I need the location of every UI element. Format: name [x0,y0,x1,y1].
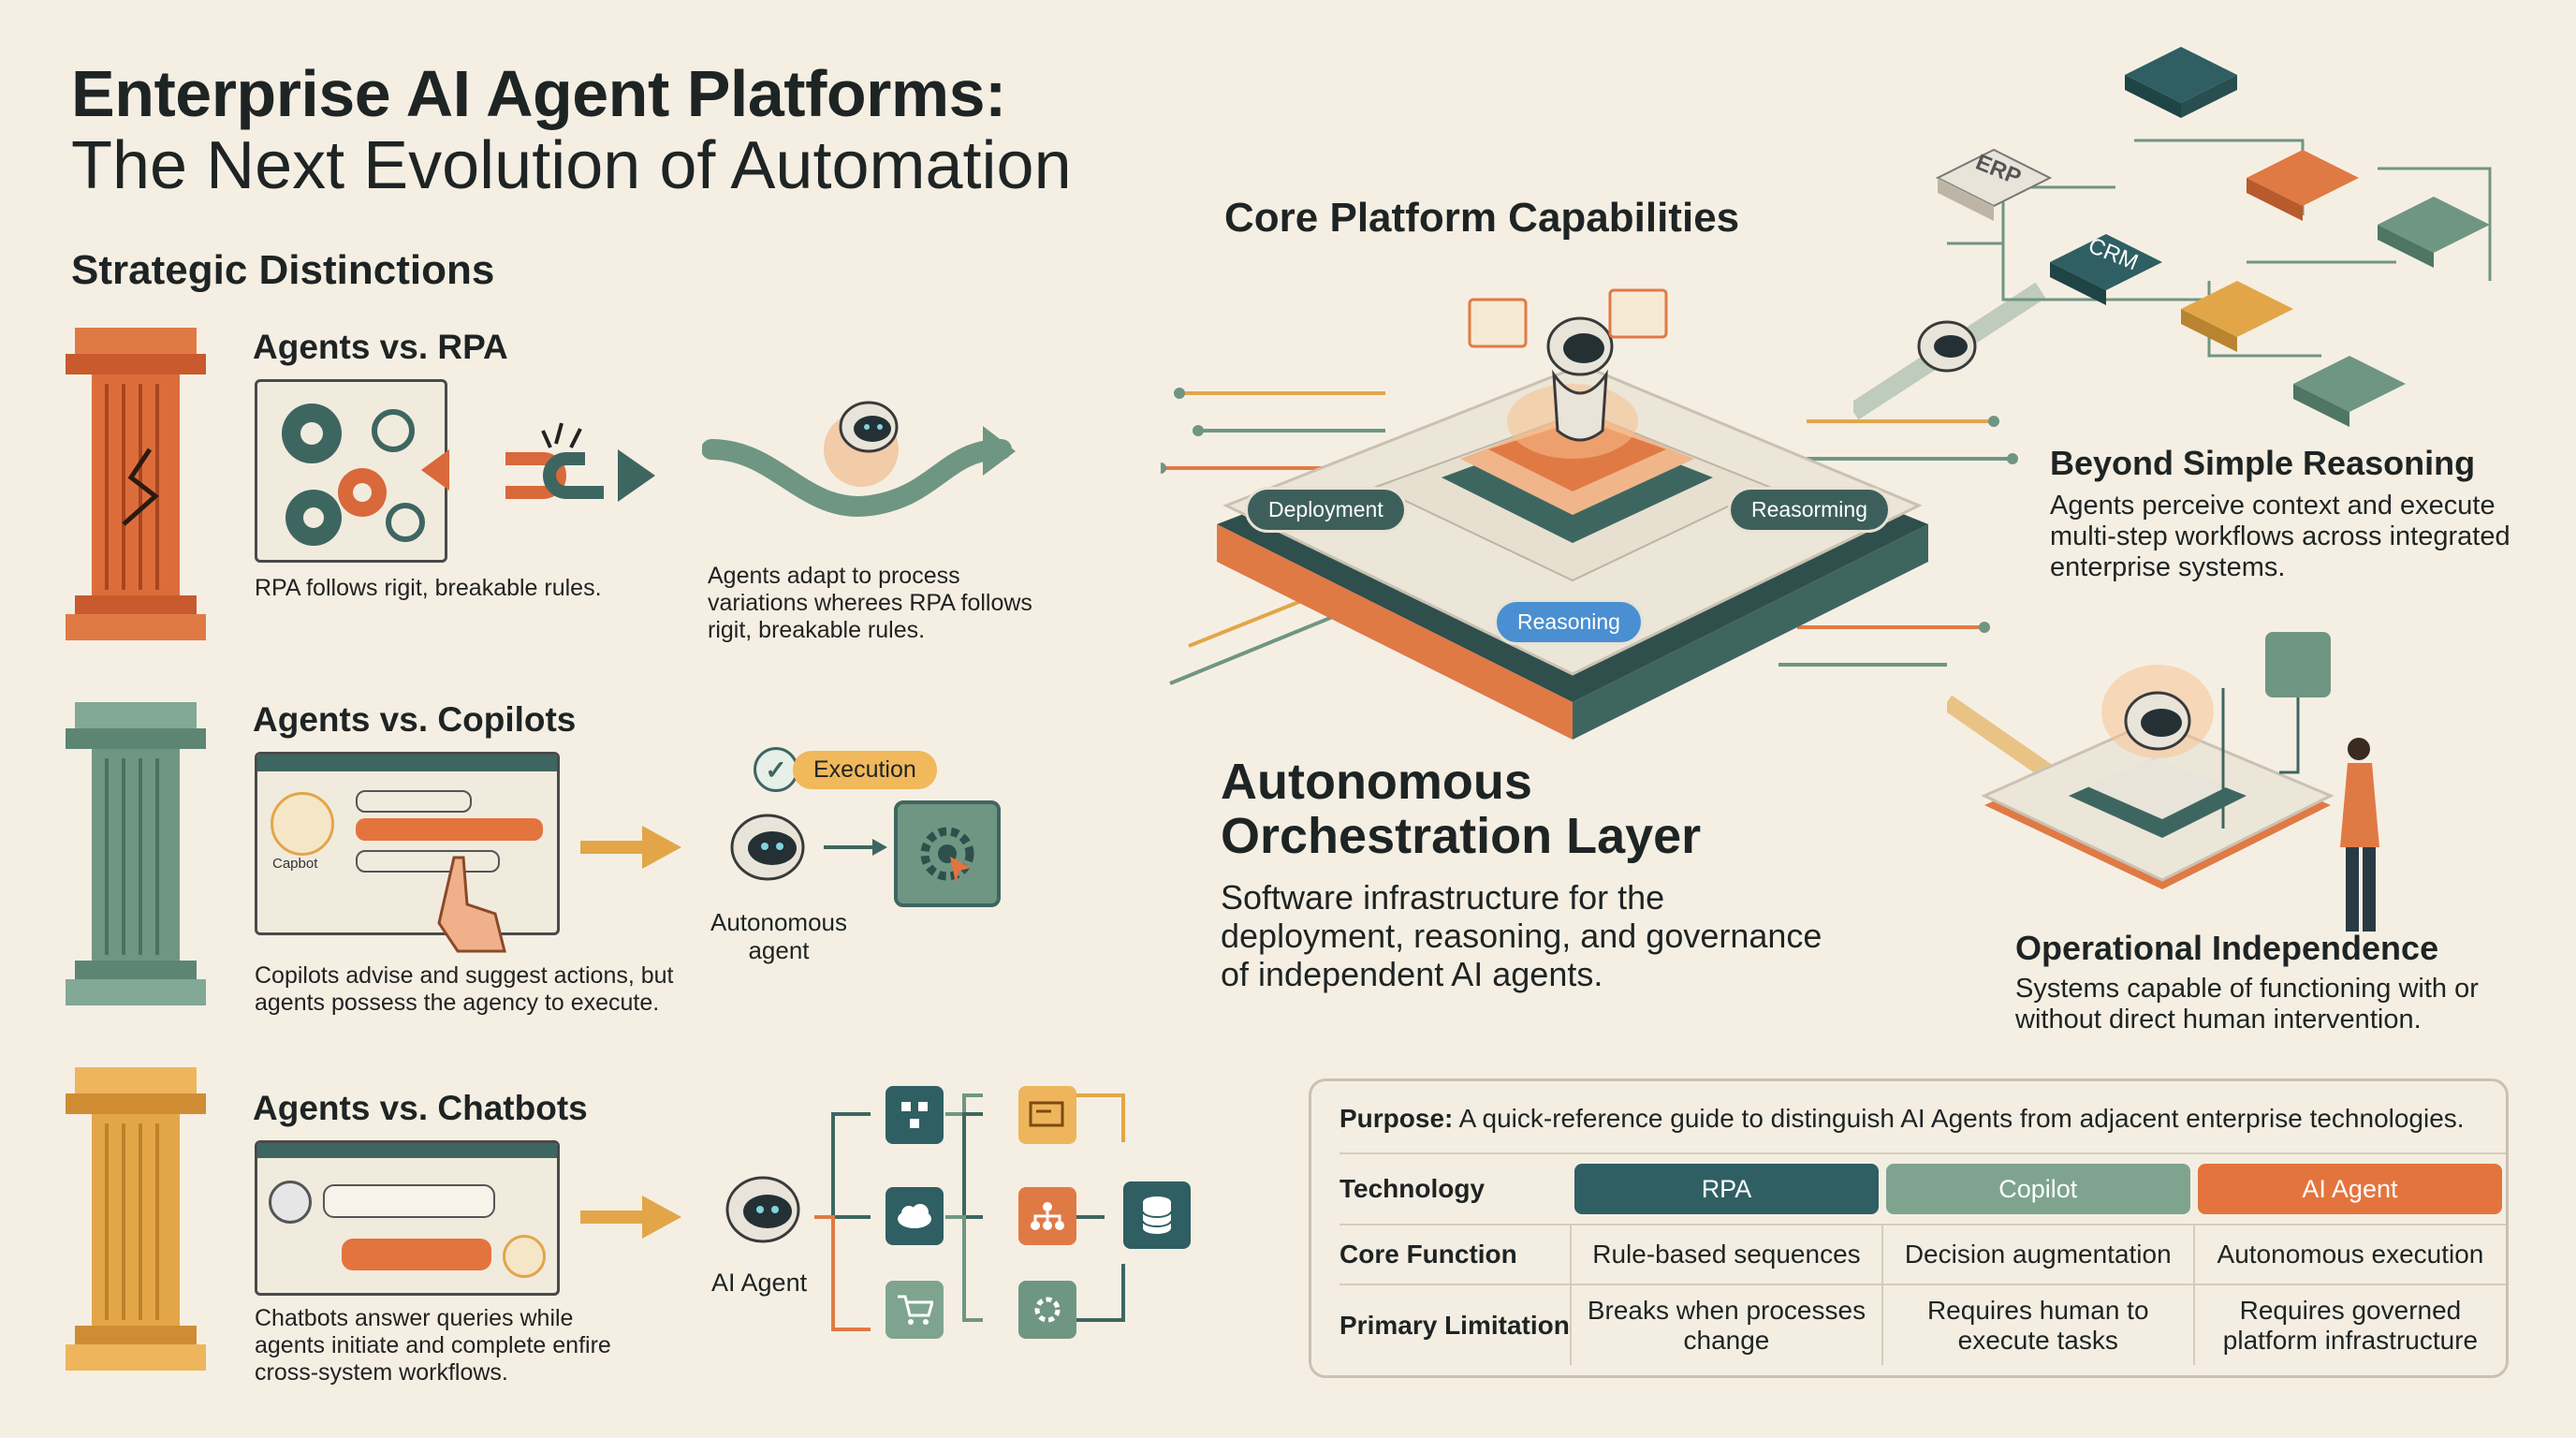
broken-chain-icon [421,422,655,502]
purpose-text: A quick-reference guide to distinguish A… [1458,1104,2465,1133]
cell-copilot-limitation: Requires human to execute tasks [1881,1284,2194,1365]
adaptive-path-icon [702,401,1016,517]
deployment-pill: Deployment [1245,487,1407,533]
rpa-right-caption: Agents adapt to process variations where… [708,563,1032,643]
green-pillar-icon [66,702,206,1005]
purpose-label: Purpose: [1339,1104,1454,1133]
robot-icon [730,814,805,881]
enterprise-systems-network [1853,47,2492,427]
beyond-description: Agents perceive context and execute mult… [2050,491,2510,582]
beyond-title: Beyond Simple Reasoning [2050,444,2476,482]
row-header-limitation: Primary Limitation [1339,1310,1570,1340]
row-header-core-function: Core Function [1339,1240,1517,1269]
cell-copilot-core: Decision augmentation [1881,1225,2194,1284]
purpose-line: Purpose: A quick-reference guide to dist… [1339,1104,2465,1134]
table-row-core-function: Core Function Rule-based sequences Decis… [1339,1225,2506,1284]
rpa-gears-panel [255,379,447,563]
independence-illustration [1947,632,2379,932]
gear-network-icon [1018,1281,1076,1339]
workflow-lines [814,1093,1125,1331]
copilot-chat-window: Capbot [255,752,560,953]
ai-agent-label: AI Agent [711,1269,808,1297]
copilot-chat-label: Capbot [272,856,318,872]
cell-rpa-core: Rule-based sequences [1570,1225,1882,1284]
chatbots-heading: Agents vs. Chatbots [253,1089,588,1127]
chatbots-caption: Chatbots answer queries while agents ini… [255,1305,611,1386]
document-cursor-icon [1018,1086,1076,1144]
row-header-technology: Technology [1339,1174,1486,1203]
gear-cursor-icon [894,800,1001,907]
reference-table: Technology RPA Copilot AI Agent Core Fun… [1339,1152,2506,1365]
orange-pillar-icon [66,328,206,640]
rpa-left-caption: RPA follows rigit, breakable rules. [255,575,602,601]
user-avatar-icon [269,1181,312,1224]
column-rpa: RPA [1574,1164,1879,1214]
execution-label: Execution [793,750,937,789]
reasoning-pill: Reasoning [1494,599,1644,645]
independence-title: Operational Independence [2015,929,2439,967]
rpa-heading: Agents vs. RPA [253,328,508,366]
database-icon [1123,1181,1191,1249]
cart-icon [886,1281,944,1339]
bot-avatar-icon [503,1235,546,1278]
right-arrow-icon [580,826,681,869]
network-icon [886,1086,944,1144]
cell-agent-limitation: Requires governed platform infrastructur… [2192,1284,2506,1365]
hand-pointer-icon [437,856,506,953]
checkmark-icon: ✓ [754,747,798,792]
hierarchy-icon [1018,1187,1076,1245]
table-row-technology: Technology RPA Copilot AI Agent [1339,1153,2506,1225]
execution-badge: ✓ Execution [754,747,937,792]
right-arrow-icon-2 [580,1196,681,1239]
autonomous-agent-label: Autonomous agent [710,908,847,964]
reference-card: Purpose: A quick-reference guide to dist… [1309,1078,2509,1378]
table-row-limitation: Primary Limitation Breaks when processes… [1339,1284,2506,1365]
yellow-pillar-icon [66,1067,206,1371]
copilots-heading: Agents vs. Copilots [253,700,577,739]
strategic-heading: Strategic Distinctions [71,247,495,293]
cell-agent-core: Autonomous execution [2192,1225,2506,1284]
independence-description: Systems capable of functioning with or w… [2015,974,2479,1034]
layer-title: Autonomous Orchestration Layer [1221,754,1702,864]
column-ai-agent: AI Agent [2197,1164,2502,1214]
column-copilot: Copilot [1885,1164,2190,1214]
cloud-icon [886,1187,944,1245]
ai-agent-robot-icon [725,1176,800,1243]
small-arrow-icon [824,839,887,856]
cell-rpa-limitation: Breaks when processes change [1570,1284,1882,1365]
core-heading: Core Platform Capabilities [1224,195,1740,241]
orchestration-platform-illustration [1161,288,2018,740]
page-title: Enterprise AI Agent Platforms: [71,57,1006,130]
copilot-avatar-icon [271,792,334,856]
page-subtitle: The Next Evolution of Automation [71,128,1072,203]
chatbot-window [255,1140,560,1296]
reasorming-pill: Reasorming [1728,487,1891,533]
gears-icon [282,404,425,546]
copilots-caption: Copilots advise and suggest actions, but… [255,962,674,1016]
layer-description: Software infrastructure for the deployme… [1221,878,1822,993]
